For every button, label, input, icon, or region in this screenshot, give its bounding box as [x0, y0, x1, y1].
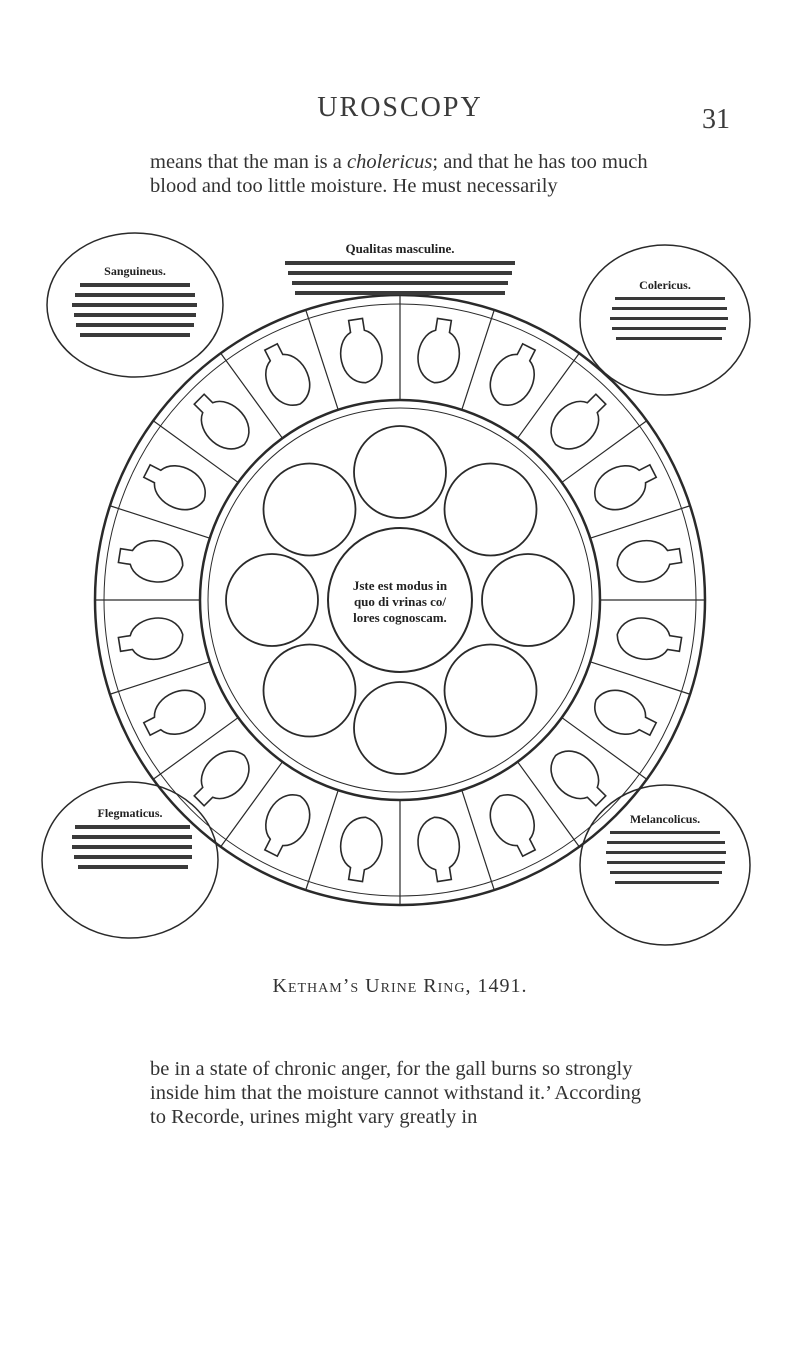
center-text-3: lores cognoscam.: [353, 610, 447, 625]
urine-flask: [263, 342, 311, 406]
label-colericus: Colericus.: [639, 278, 691, 292]
ring-spokes: [95, 295, 705, 905]
inner-circle: [262, 462, 357, 557]
ring-spoke: [461, 309, 495, 410]
corner-oval-bl: [41, 781, 219, 939]
ring-spoke: [461, 790, 495, 891]
urine-flask: [193, 393, 250, 450]
ring-spoke: [305, 790, 339, 891]
urine-ring-diagram: Jste est modus in quo di vrinas co/ lore…: [41, 232, 751, 946]
urine-flask: [594, 463, 658, 511]
inner-circle: [481, 553, 575, 647]
urine-flask: [489, 342, 537, 406]
urine-flask: [417, 816, 461, 883]
inner-circle: [443, 643, 538, 738]
ring-spoke: [517, 352, 580, 439]
urine-ring-figure: Jste est modus in quo di vrinas co/ lore…: [40, 205, 760, 960]
ring-spoke: [220, 761, 283, 848]
corner-oval-br: [579, 784, 751, 946]
inner-circle: [262, 643, 357, 738]
ring-spoke: [220, 352, 283, 439]
urine-flasks: [117, 317, 683, 883]
ring-spoke: [109, 661, 210, 695]
ring-spoke: [561, 420, 648, 483]
ring-spoke: [152, 420, 239, 483]
ring-spoke: [109, 505, 210, 539]
urine-flask: [142, 463, 206, 511]
top-paragraph: means that the man is a cholericus; and …: [150, 150, 660, 198]
top-line2: much blood and too little moisture. He m…: [150, 151, 648, 197]
inner-circles: [225, 425, 575, 775]
corner-oval-tr: [579, 244, 751, 396]
ring-spoke: [561, 717, 648, 780]
urine-flask: [117, 539, 184, 583]
urine-flask: [550, 750, 607, 807]
urine-flask: [193, 750, 250, 807]
bottom-paragraph: be in a state of chronic anger, for the …: [150, 1058, 641, 1128]
top-heading: Qualitas masculine.: [345, 241, 454, 256]
top-line1-start: means that the man is a: [150, 151, 347, 173]
ring-spoke: [305, 309, 339, 410]
inner-circle: [443, 462, 538, 557]
urine-flask: [417, 317, 461, 384]
corner-text-blocks: [72, 283, 728, 884]
center-circle: Jste est modus in quo di vrinas co/ lore…: [327, 527, 473, 673]
top-line1-end: ; and that he has too: [432, 151, 597, 173]
ring-spoke: [590, 505, 691, 539]
inner-circle: [353, 681, 447, 775]
label-melancolicus: Melancolicus.: [630, 812, 700, 826]
center-text-2: quo di vrinas co/: [354, 594, 446, 609]
urine-flask: [594, 689, 658, 737]
urine-flask: [263, 794, 311, 858]
urine-flask: [117, 617, 184, 661]
urine-flask: [339, 317, 383, 384]
urine-flask: [616, 617, 683, 661]
ring-spoke: [152, 717, 239, 780]
urine-flask: [142, 689, 206, 737]
running-head: UROSCOPY: [317, 92, 483, 123]
urine-flask: [489, 794, 537, 858]
inner-circle: [353, 425, 447, 519]
ring-spoke: [517, 761, 580, 848]
urine-flask: [339, 816, 383, 883]
label-flegmaticus: Flegmaticus.: [98, 806, 163, 820]
label-sanguineus: Sanguineus.: [104, 264, 166, 278]
top-emphasis: cholericus: [346, 151, 433, 173]
inner-circle: [225, 553, 319, 647]
corner-oval-tl: [46, 232, 224, 378]
center-text-1: Jste est modus in: [353, 578, 448, 593]
urine-flask: [550, 393, 607, 450]
ring-spoke: [590, 661, 691, 695]
corner-panels: [41, 232, 751, 946]
top-heading-block: Qualitas masculine.: [285, 241, 515, 295]
figure-caption: Ketham’s Urine Ring, 1491.: [272, 975, 528, 997]
urine-flask: [616, 539, 683, 583]
page-number: 31: [702, 104, 730, 135]
